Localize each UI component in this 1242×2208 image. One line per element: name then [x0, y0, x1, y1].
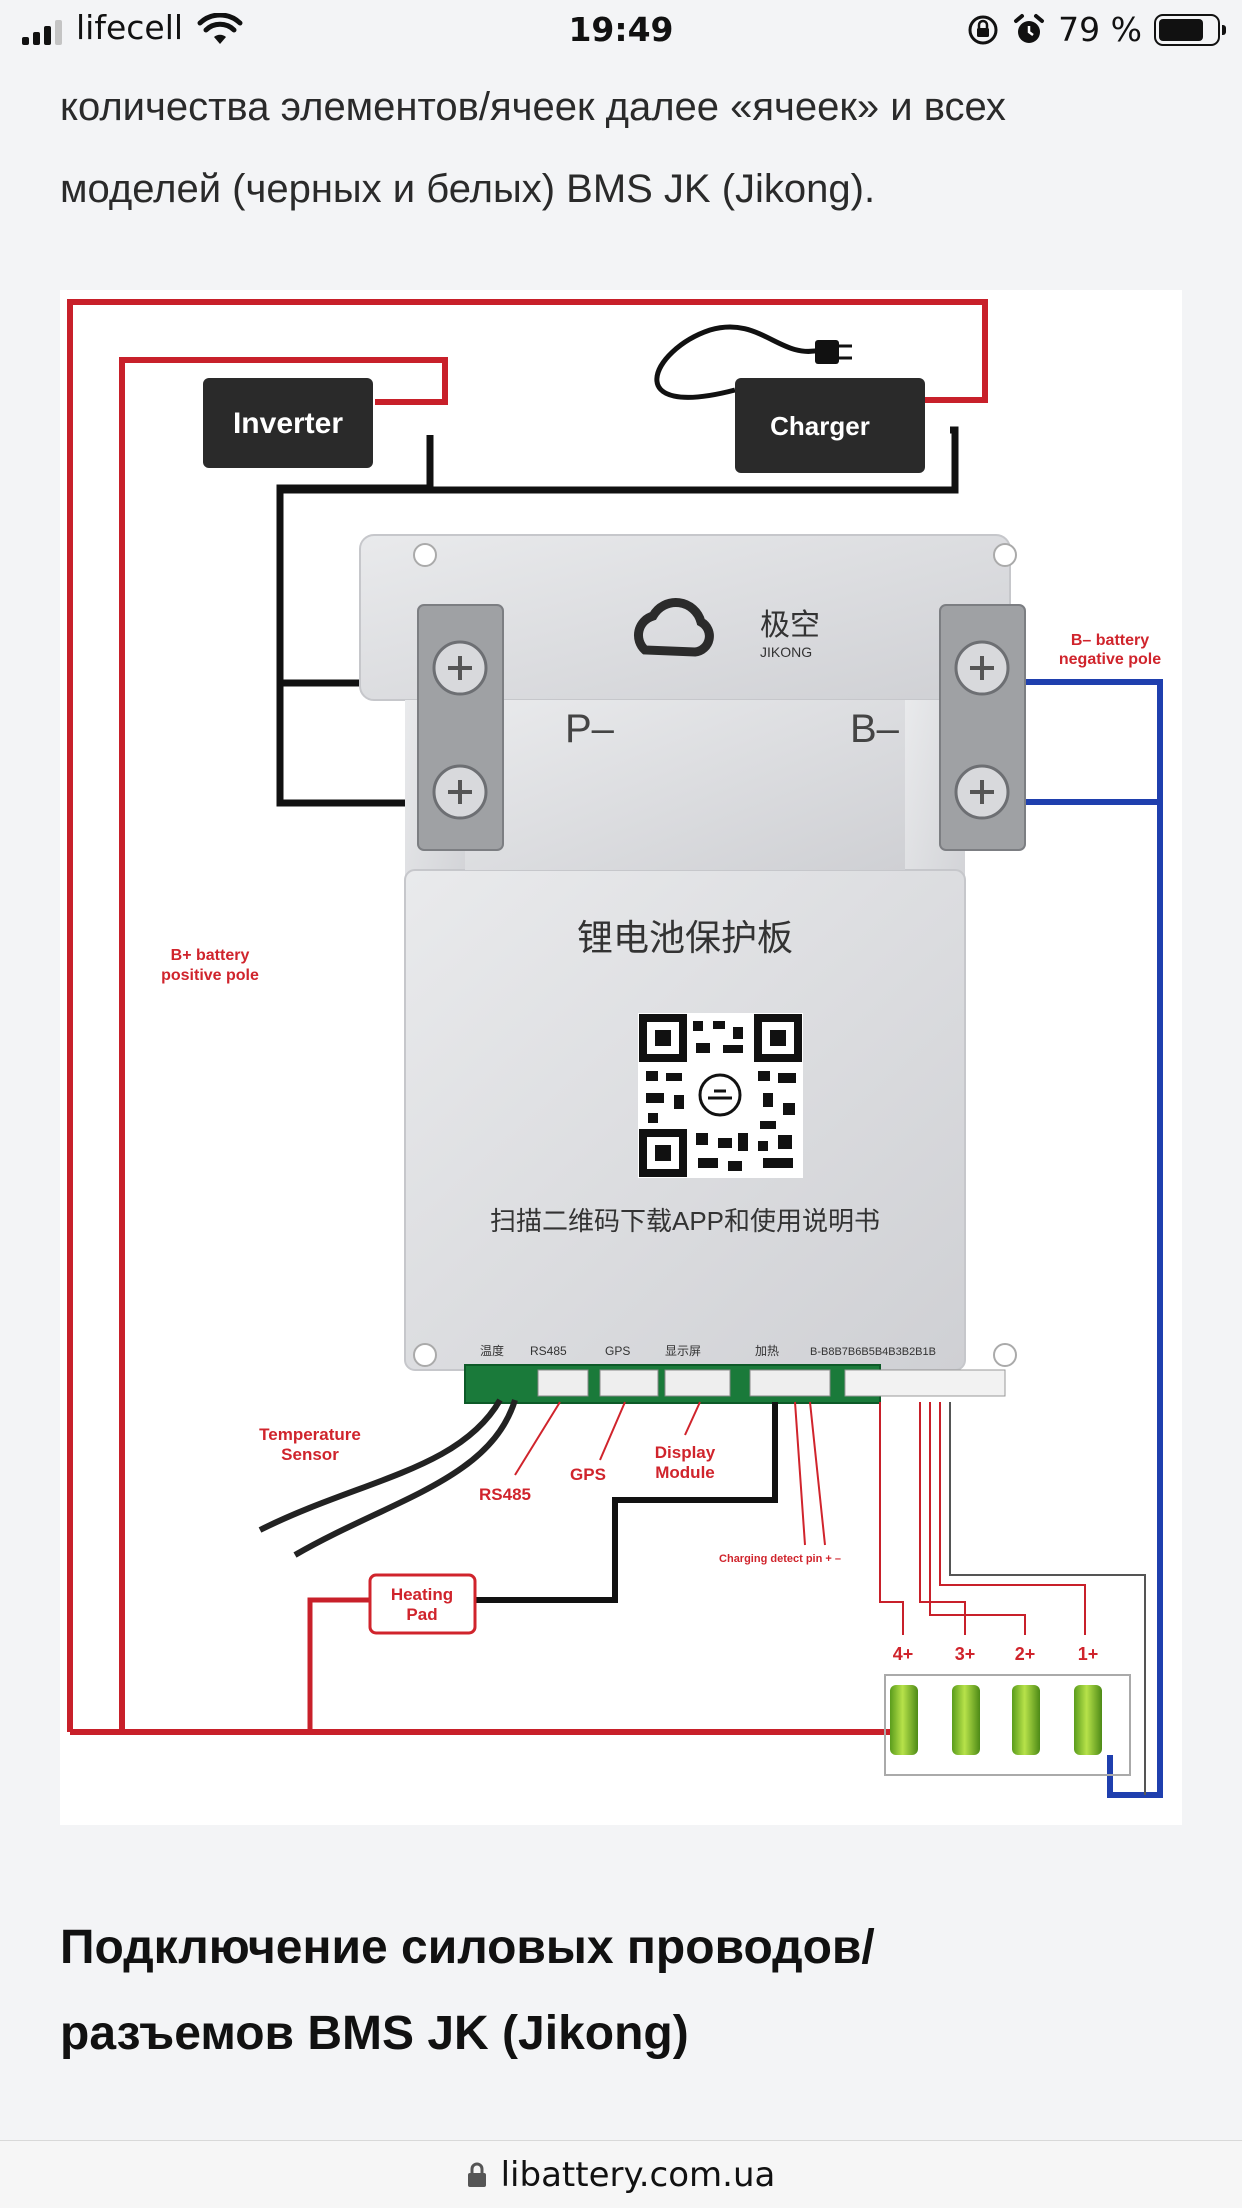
cell-label: 4+ [893, 1644, 914, 1664]
status-time: 19:49 [568, 10, 674, 49]
p-minus-label: P– [565, 707, 615, 751]
battery-cell [1074, 1685, 1102, 1755]
heating-pad-label-2: Pad [406, 1605, 437, 1624]
b-minus-label: B– [850, 707, 900, 751]
port-label: RS485 [530, 1344, 567, 1358]
heading-line: Подключение силовых проводов/ [60, 1921, 875, 1974]
battery-percent: 79 % [1058, 10, 1142, 49]
bms-wiring-diagram-image[interactable]: Inverter Charger 极空 JIKONG P– B– B– batt… [60, 290, 1182, 1825]
section-heading: Подключение силовых проводов/ разъемов B… [60, 1905, 1180, 2077]
battery-cell [952, 1685, 980, 1755]
qr-code [638, 1013, 803, 1178]
heading-line: разъемов BMS JK (Jikong) [60, 2007, 689, 2060]
alarm-icon [1014, 13, 1045, 43]
battery-icon [1154, 13, 1226, 46]
display-label-1: Display [655, 1443, 716, 1462]
wiring-diagram: Inverter Charger 极空 JIKONG P– B– B– batt… [67, 299, 1163, 1798]
browser-url-bar[interactable]: libattery.com.ua [0, 2140, 1242, 2208]
b-negative-label-2: negative pole [1059, 651, 1161, 668]
scan-text-cn: 扫描二维码下载APP和使用说明书 [490, 1206, 880, 1236]
port-label: 显示屏 [665, 1344, 701, 1358]
charging-detect-label: Charging detect pin + – [719, 1553, 841, 1565]
cell-label: 1+ [1078, 1644, 1099, 1664]
battery-cell [1012, 1685, 1040, 1755]
temp-sensor-label-2: Sensor [281, 1445, 339, 1464]
heating-pad-label-1: Heating [391, 1585, 453, 1604]
brand-cn: 极空 [760, 609, 820, 642]
gps-label: GPS [570, 1465, 606, 1484]
charger-box [735, 378, 925, 473]
b-positive-label-1: B+ battery [171, 947, 250, 964]
port-label: 温度 [480, 1343, 504, 1358]
battery-fill [1159, 18, 1204, 41]
port-label: 加热 [755, 1344, 779, 1358]
intro-line: количества элементов/ячеек далее «ячеек»… [60, 85, 1006, 129]
orientation-lock-icon [968, 15, 998, 44]
temp-sensor-label-1: Temperature [259, 1425, 361, 1444]
charger-label: Charger [770, 411, 870, 441]
b-positive-label-2: positive pole [161, 967, 259, 984]
article-intro: количества элементов/ячеек далее «ячеек»… [60, 66, 1180, 230]
battery-cell [890, 1685, 918, 1755]
inverter-box [203, 378, 373, 468]
lock-icon [467, 2162, 486, 2187]
wifi-icon [197, 12, 243, 44]
status-bar: lifecell 19:49 79 % [0, 0, 1242, 62]
url-text[interactable]: libattery.com.ua [500, 2154, 776, 2195]
brand-en: JIKONG [760, 644, 812, 660]
b-negative-label-1: B– battery [1071, 632, 1149, 649]
status-right: 79 % [966, 10, 1226, 49]
rs485-label: RS485 [479, 1485, 531, 1504]
intro-line: моделей (черных и белых) BMS JK (Jikong)… [60, 167, 876, 211]
inverter-label: Inverter [233, 407, 343, 440]
status-left: lifecell [22, 8, 243, 47]
port-label: GPS [605, 1344, 630, 1358]
display-label-2: Module [655, 1463, 715, 1482]
board-title-cn: 锂电池保护板 [577, 917, 793, 958]
cell-label: 3+ [955, 1644, 976, 1664]
carrier-name: lifecell [76, 8, 184, 47]
signal-strength-icon [22, 19, 62, 45]
cell-label: 2+ [1015, 1644, 1036, 1664]
port-label: B-B8B7B6B5B4B3B2B1B [810, 1346, 936, 1358]
